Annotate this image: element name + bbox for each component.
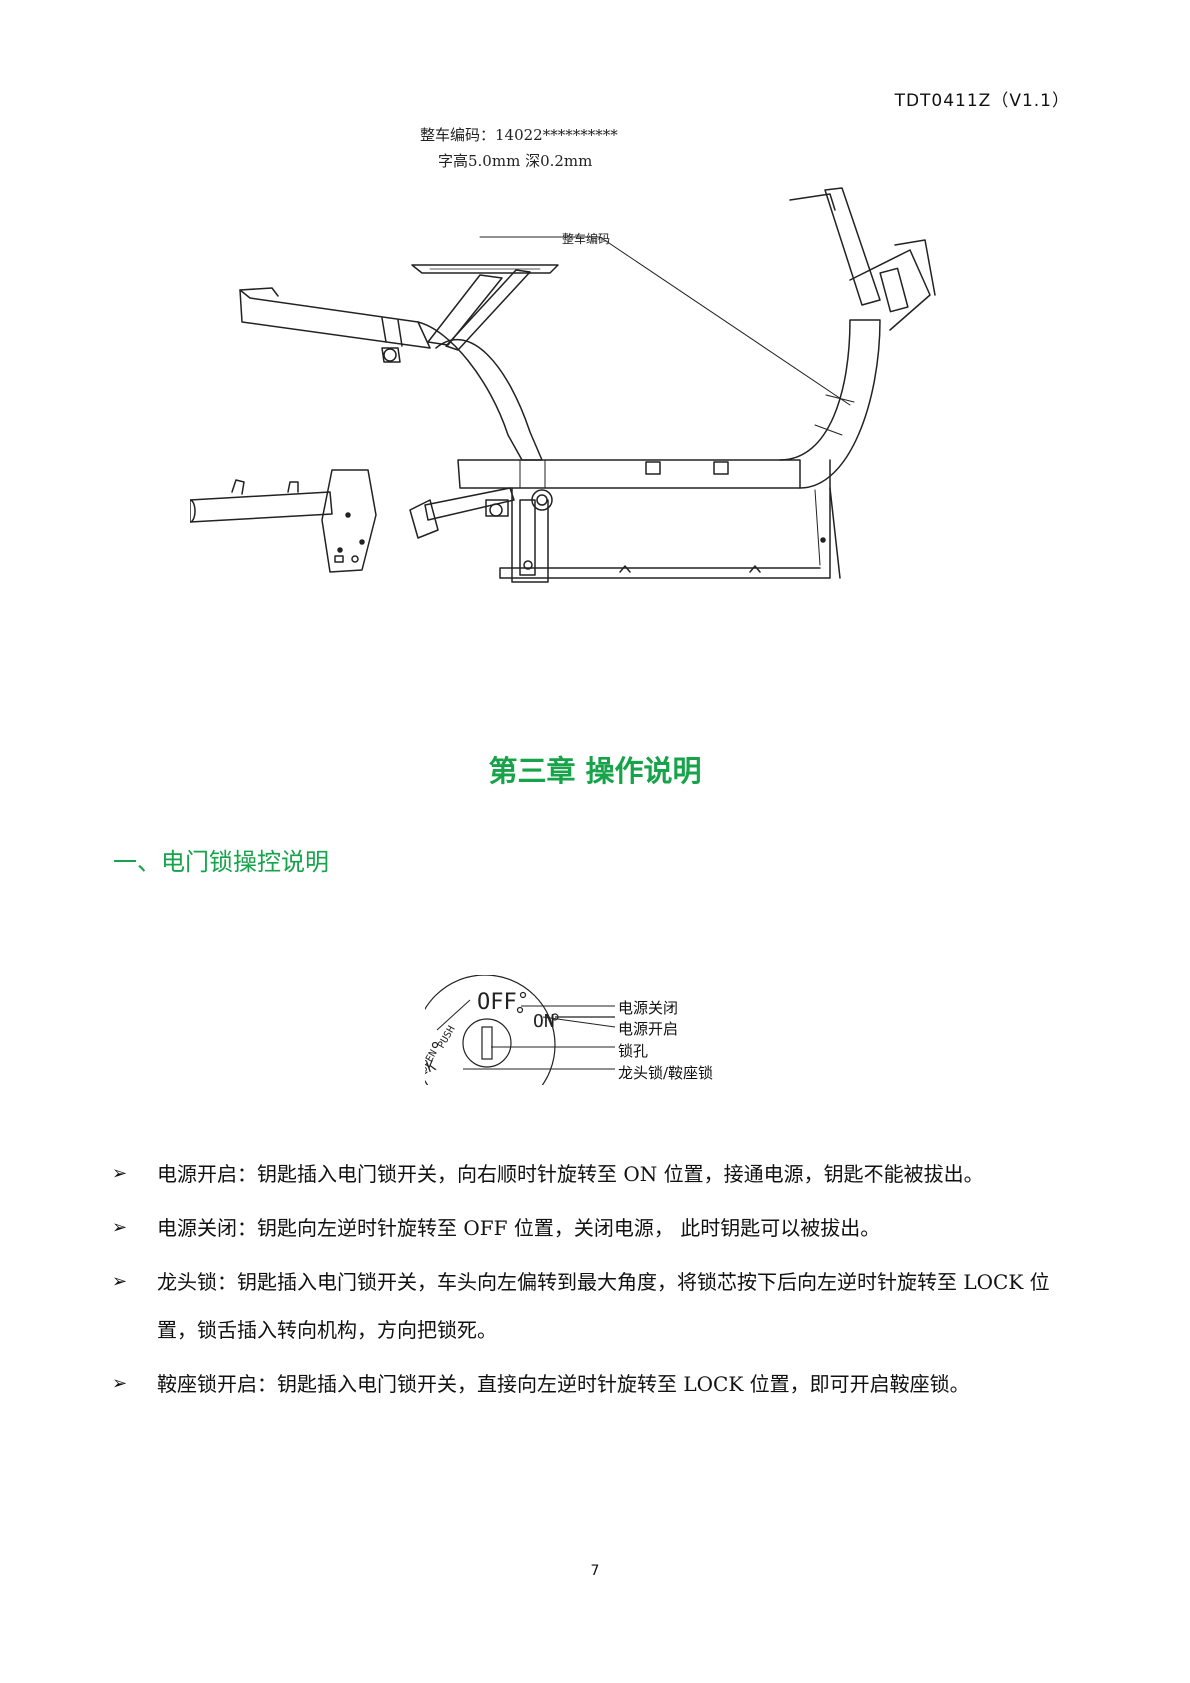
label-power-on: 电源开启 [618,1020,679,1038]
list-item-text: 电源开启：钥匙插入电门锁开关，向右顺时针旋转至 ON 位置，接通电源，钥匙不能被… [157,1162,984,1186]
vin-note-line2: 字高5.0mm 深0.2mm [438,152,593,170]
list-item-text: 鞍座锁开启：钥匙插入电门锁开关，直接向左逆时针旋转至 LOCK 位置，即可开启鞍… [157,1372,970,1396]
document-code: TDT0411Z（V1.1） [894,91,1070,111]
dial-off-text: OFF [477,990,517,1015]
bullet-arrow-icon: ➢ [112,1271,128,1292]
ignition-lock-diagram: OFF ON LOCK OPEN PUSH [425,975,616,1085]
label-power-off: 电源关闭 [618,999,679,1017]
list-item: ➢ 电源关闭：钥匙向左逆时针旋转至 OFF 位置，关闭电源， 此时钥匙可以被拔出… [112,1204,1082,1252]
vin-note: 整车编码：14022********** 字高5.0mm 深0.2mm [420,122,618,174]
frame-drawing [190,187,936,583]
dial-on-text: ON [533,1011,555,1032]
section-title: 一、电门锁操控说明 [113,848,329,876]
instruction-list: ➢ 电源开启：钥匙插入电门锁开关，向右顺时针旋转至 ON 位置，接通电源，钥匙不… [112,1150,1082,1414]
label-steering-seat-lock: 龙头锁/鞍座锁 [618,1064,714,1082]
list-item-text: 电源关闭：钥匙向左逆时针旋转至 OFF 位置，关闭电源， 此时钥匙可以被拔出。 [157,1216,881,1240]
bullet-arrow-icon: ➢ [112,1373,128,1394]
label-keyhole: 锁孔 [618,1042,649,1060]
page-number: 7 [590,1563,600,1579]
chapter-title: 第三章 操作说明 [488,754,702,788]
vin-note-line1: 整车编码：14022********** [420,126,618,144]
list-item: ➢ 鞍座锁开启：钥匙插入电门锁开关，直接向左逆时针旋转至 LOCK 位置，即可开… [112,1360,1082,1408]
lock-dial-outline [425,975,556,1085]
list-item: ➢ 龙头锁：钥匙插入电门锁开关，车头向左偏转到最大角度，将锁芯按下后向左逆时针旋… [112,1258,1082,1354]
frame-callout-label: 整车编码 [562,232,611,246]
list-item: ➢ 电源开启：钥匙插入电门锁开关，向右顺时针旋转至 ON 位置，接通电源，钥匙不… [112,1150,1082,1198]
bullet-arrow-icon: ➢ [112,1163,128,1184]
list-item-text: 龙头锁：钥匙插入电门锁开关，车头向左偏转到最大角度，将锁芯按下后向左逆时针旋转至… [157,1270,1050,1342]
bullet-arrow-icon: ➢ [112,1217,128,1238]
